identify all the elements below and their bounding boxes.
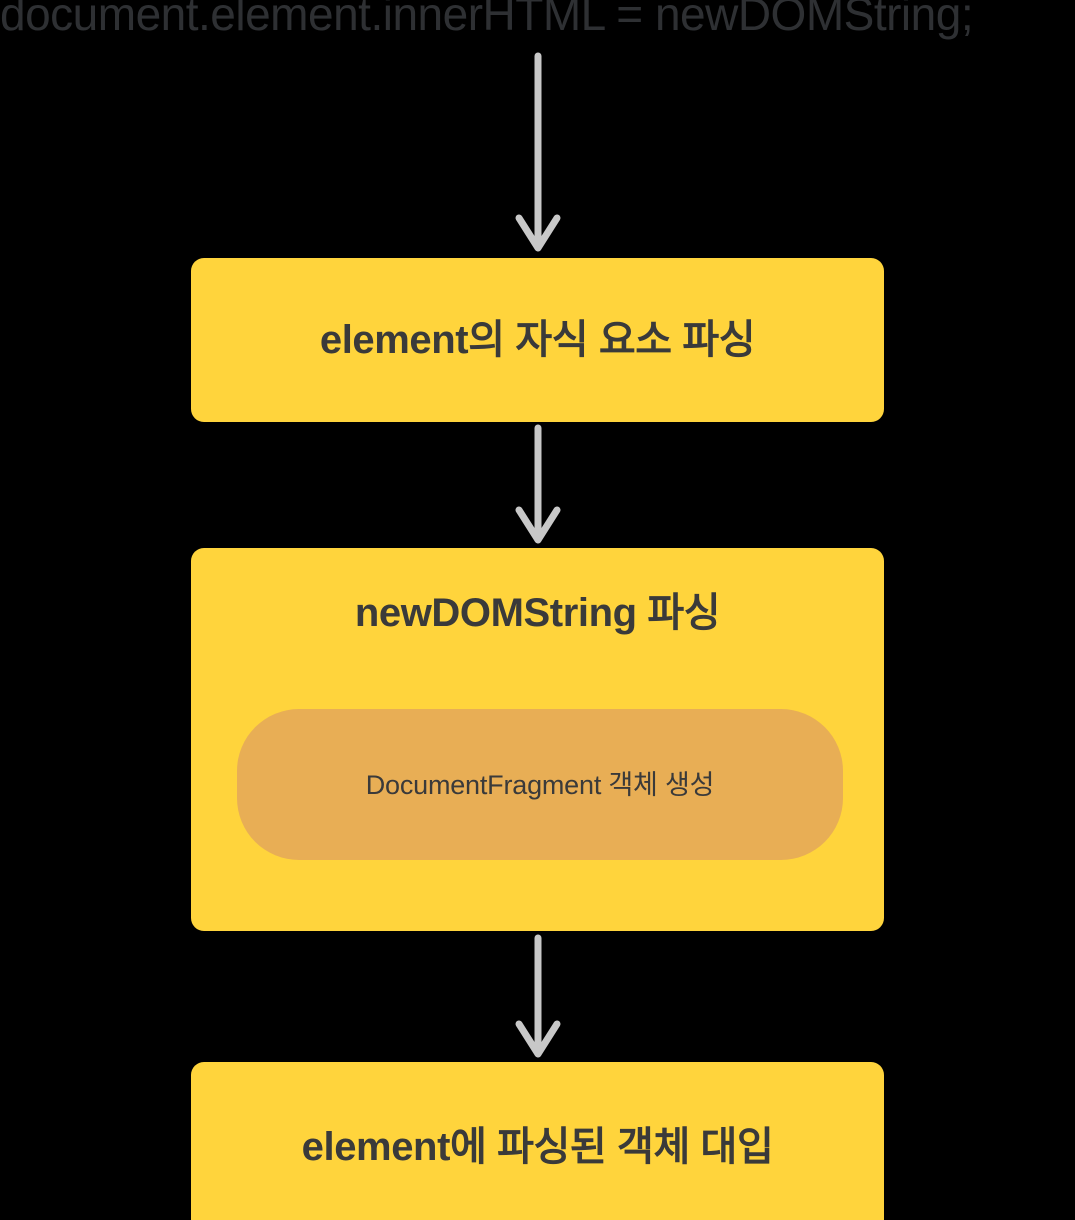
document-fragment-pill-label: DocumentFragment 객체 생성 [365, 769, 715, 800]
arrow-down-icon [515, 424, 561, 544]
code-caption: document.element.innerHTML = newDOMStrin… [0, 0, 974, 40]
arrow-step2-to-step3 [508, 934, 568, 1062]
arrow-caption-to-step1 [508, 52, 568, 256]
flow-step-2[interactable]: newDOMString 파싱 DocumentFragment 객체 생성 [191, 548, 884, 931]
flow-step-3[interactable]: element에 파싱된 객체 대입 [191, 1062, 884, 1220]
arrow-down-icon [515, 934, 561, 1058]
flow-step-1[interactable]: element의 자식 요소 파싱 [191, 258, 884, 422]
flow-step-2-label: newDOMString 파싱 [354, 591, 721, 635]
flow-step-1-label: element의 자식 요소 파싱 [319, 318, 756, 362]
flow-step-3-label: element에 파싱된 객체 대입 [301, 1125, 774, 1169]
arrow-step1-to-step2 [508, 424, 568, 548]
document-fragment-pill[interactable]: DocumentFragment 객체 생성 [237, 709, 843, 860]
arrow-down-icon [515, 52, 561, 252]
